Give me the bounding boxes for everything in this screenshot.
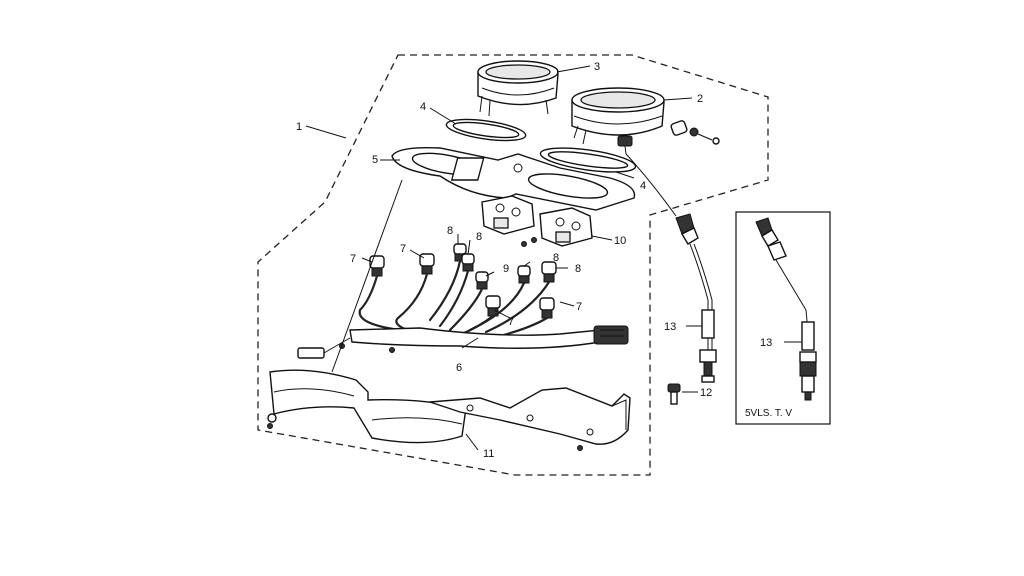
callout-7-c: 7: [508, 316, 514, 328]
bolt: [667, 383, 681, 405]
callout-11: 11: [483, 448, 494, 460]
callout-4-upper: 4: [420, 101, 426, 113]
meter-lower-cover: [267, 369, 467, 444]
callout-10: 10: [614, 235, 626, 247]
inset-frame: [735, 211, 831, 425]
callout-7-b: 7: [400, 243, 406, 255]
meter-bracket-block: [481, 195, 593, 247]
callout-12: 12: [700, 387, 712, 399]
gasket-ring-lower: [539, 147, 637, 173]
speedometer-cable: [625, 153, 717, 383]
callout-2: 2: [697, 93, 703, 105]
callout-7-d: 7: [576, 301, 582, 313]
callout-4-lower: 4: [640, 180, 646, 192]
meter-mounting-bracket: [429, 387, 631, 451]
gasket-ring-upper: [445, 118, 527, 142]
leader-lines: [305, 65, 802, 451]
callout-8-d: 8: [575, 263, 581, 275]
speedometer-gauge: [571, 87, 720, 155]
callout-6: 6: [456, 362, 462, 374]
callout-1: 1: [296, 121, 302, 133]
callout-7-a: 7: [350, 253, 356, 265]
assembly-boundary: [257, 54, 769, 476]
callout-8-c: 8: [553, 252, 559, 264]
callout-9: 9: [503, 263, 509, 275]
speedometer-cable-inset: [755, 217, 817, 401]
tachometer-gauge: [477, 60, 559, 117]
wire-harness: [297, 259, 629, 359]
meter-cushion-plate: [391, 146, 636, 211]
callout-5: 5: [372, 154, 378, 166]
inset-label: 5VLS. T. V: [745, 408, 792, 419]
callout-3: 3: [594, 61, 600, 73]
callout-13-inset: 13: [760, 337, 772, 349]
callout-8-a: 8: [447, 225, 453, 237]
callout-13-main: 13: [664, 321, 676, 333]
callout-8-b: 8: [476, 231, 482, 243]
